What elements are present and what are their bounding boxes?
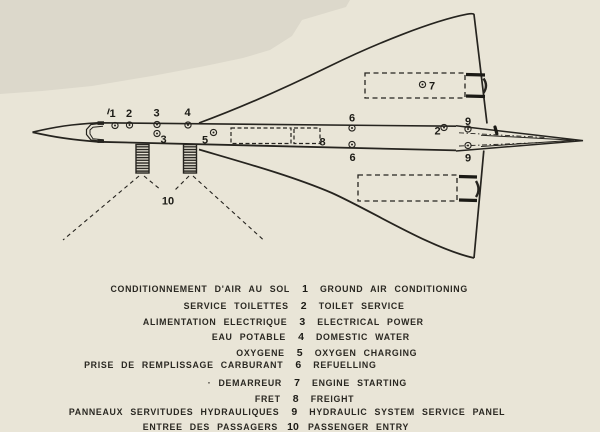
legend-row: ENTREE DES PASSAGERS 10 PASSENGER ENTRY	[0, 421, 588, 432]
exhaust-bar-lower-bottom	[458, 198, 478, 203]
exhaust-bar-upper-bottom	[465, 94, 486, 99]
exhaust-bar-upper-top	[465, 72, 486, 77]
stair-right	[182, 143, 198, 174]
legend-row: CONDITIONNEMENT D'AIR AU SOL 1 GROUND AI…	[0, 283, 600, 295]
marker-3b: 3	[160, 134, 166, 146]
legend-fr-label: OXYGENE	[236, 347, 285, 358]
legend-row: FRET 8 FREIGHT	[0, 393, 591, 405]
pointer-dash-right-outer	[192, 175, 264, 240]
engine-nacelle-upper	[364, 72, 466, 99]
engine-nacelle-lower	[357, 174, 458, 202]
pointer-dash-left-inner	[143, 175, 162, 191]
marker-9-mid-bar	[493, 125, 499, 136]
legend-fr-label: PANNEAUX SERVITUDES HYDRAULIQUES	[68, 406, 280, 417]
nozzle-bracket-lower	[474, 180, 480, 198]
marker-8: 8	[319, 137, 325, 149]
tail-centerline-upper	[458, 132, 546, 138]
legend-row: ALIMENTATION ELECTRIQUE 3 ELECTRICAL POW…	[0, 316, 597, 328]
nozzle-bracket-upper	[482, 77, 488, 94]
marker-2-tail: 2	[434, 126, 440, 138]
legend-row: PRISE DE REMPLISSAGE CARBURANT 6 REFUELL…	[0, 359, 593, 371]
cockpit-tab-top	[97, 121, 104, 125]
legend-en-label: GROUND AIR CONDITIONING	[320, 284, 468, 294]
legend-en-label: DOMESTIC WATER	[316, 332, 410, 342]
legend-fr-label: ENTREE DES PASSAGERS	[142, 421, 278, 432]
legend-en-label: PASSENGER ENTRY	[308, 421, 410, 432]
legend-en-label: TOILET SERVICE	[318, 300, 405, 311]
wing-upper	[198, 12, 488, 124]
legend-en-label: ENGINE STARTING	[312, 378, 407, 388]
legend-number: 10	[287, 420, 299, 432]
freight-hold-forward	[230, 127, 292, 145]
legend-row: OXYGENE 5 OXYGEN CHARGING	[0, 347, 595, 359]
legend-en-label: ELECTRICAL POWER	[317, 316, 424, 327]
legend-en-label: REFUELLING	[313, 360, 377, 370]
marker-7: 7	[429, 81, 435, 93]
exhaust-bar-lower-top	[458, 174, 478, 179]
marker-4: 4	[184, 107, 191, 119]
legend-en-label: OXYGEN CHARGING	[314, 347, 418, 358]
wing-lower-trailing-edge	[473, 150, 485, 259]
marker-1: 1	[109, 108, 115, 120]
cockpit-tab-bottom	[97, 139, 104, 143]
legend-number: 4	[298, 331, 304, 343]
pointer-dash-left-outer	[62, 175, 140, 241]
legend-number: 6	[295, 359, 302, 371]
legend-number: 5	[296, 346, 303, 359]
legend-fr-label: EAU POTABLE	[211, 332, 286, 342]
legend-number: 8	[292, 392, 299, 405]
legend-number: 9	[291, 405, 298, 418]
legend-row: PANNEAUX SERVITUDES HYDRAULIQUES 9 HYDRA…	[0, 406, 589, 418]
legend-fr-label: SERVICE TOILETTES	[183, 300, 289, 311]
marker-10: 10	[162, 196, 174, 208]
scan-top-band	[0, 0, 350, 94]
cockpit-window-frame	[85, 122, 104, 143]
marker-6-top: 6	[349, 113, 355, 125]
legend-fr-label: PRISE DE REMPLISSAGE CARBURANT	[84, 360, 284, 370]
legend-en-label: FREIGHT	[310, 393, 355, 404]
tail-cone	[455, 125, 584, 152]
legend-fr-label: FRET	[254, 393, 281, 404]
legend-number: 1	[302, 283, 308, 295]
freight-hold-aft	[293, 127, 321, 145]
marker-3: 3	[153, 108, 159, 120]
legend-fr-label: ALIMENTATION ELECTRIQUE	[142, 316, 288, 327]
legend-en-label: HYDRAULIC SYSTEM SERVICE PANEL	[309, 406, 506, 417]
tick-mark	[106, 108, 110, 115]
marker-5: 5	[202, 135, 208, 147]
cockpit-window-frame-inner	[89, 125, 104, 141]
pointer-dash-right-inner	[174, 175, 190, 191]
tail-centerline-lower	[458, 142, 541, 147]
legend-number: 2	[300, 299, 307, 312]
marker-9-top: 9	[465, 116, 471, 128]
legend-row: EAU POTABLE 4 DOMESTIC WATER	[0, 331, 596, 343]
marker-9-bottom: 9	[465, 153, 471, 165]
marker-6-bottom: 6	[349, 152, 355, 164]
legend-row: · DEMARREUR 7 ENGINE STARTING	[0, 377, 592, 389]
wing-lower-leading-edge	[198, 148, 475, 259]
legend-number: 7	[294, 377, 300, 389]
legend-number: 3	[299, 315, 306, 328]
legend-fr-label: CONDITIONNEMENT D'AIR AU SOL	[110, 284, 290, 294]
stair-left	[135, 143, 150, 174]
marker-2: 2	[126, 108, 132, 120]
legend-row: SERVICE TOILETTES 2 TOILET SERVICE	[0, 300, 599, 312]
tail-cone-inner	[480, 134, 575, 147]
legend-fr-label: · DEMARREUR	[207, 378, 282, 388]
